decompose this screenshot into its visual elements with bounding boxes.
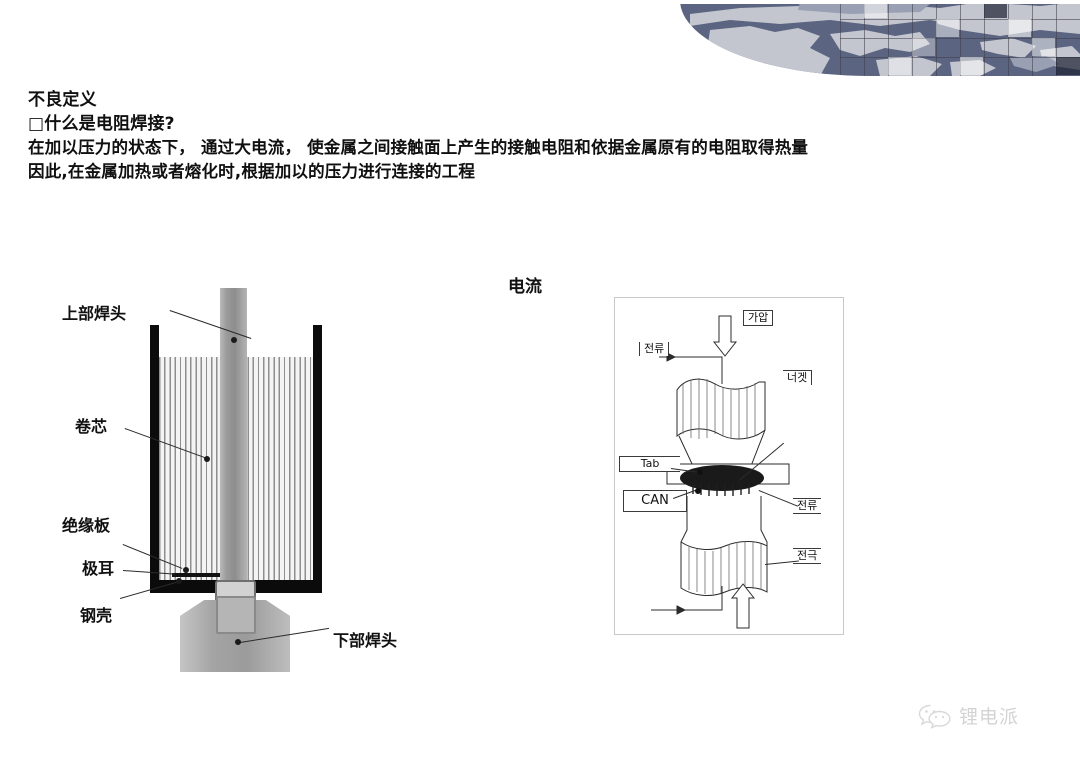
- label-tab: Tab: [619, 456, 680, 473]
- label-pressure: 가압: [743, 310, 774, 327]
- body-line-2: 因此,在金属加热或者熔化时,根据加以的压力进行连接的工程: [28, 162, 476, 181]
- label-electrode: 전극: [793, 548, 822, 565]
- can-wall-left: [150, 325, 159, 593]
- label-current-bottom: 전류: [793, 498, 822, 515]
- grid-cell-highlight: [936, 19, 959, 37]
- world-map-banner: [680, 0, 1080, 76]
- leader-dot: [231, 337, 237, 343]
- page-title: 不良定义: [28, 90, 97, 110]
- watermark: 锂电派: [918, 702, 1019, 729]
- lower-head-stem: [216, 596, 256, 634]
- can-wall-right: [313, 325, 322, 593]
- body-line-1: 在加以压力的状态下， 通过大电流， 使金属之间接触面上产生的接触电阻和依据金属原…: [28, 138, 809, 157]
- grid-cell-highlight: [1032, 38, 1055, 56]
- leader-dot: [697, 469, 703, 475]
- question-line: □什么是电阻焊接?: [28, 114, 175, 134]
- label-nugget: 너겟: [783, 370, 813, 386]
- cylindrical-cell-diagram: 上部焊头 卷芯 绝缘板 极耳 钢壳 下部焊头: [30, 270, 500, 672]
- label-lower-welding-head: 下部焊头: [333, 631, 398, 650]
- grid-cell-highlight: [960, 57, 983, 75]
- resistance-welding-principle-diagram: 가압 전류 너겟 Tab CAN 전류 전극: [614, 297, 844, 635]
- banner-top-strip: [0, 0, 1080, 4]
- grid-cell-dark: [984, 0, 1007, 18]
- leader-dot: [235, 639, 241, 645]
- slide-text-block: 不良定义 □什么是电阻焊接? 在加以压力的状态下， 通过大电流， 使金属之间接触…: [28, 88, 988, 184]
- grid-cell-highlight: [912, 38, 935, 56]
- grid-cell-highlight: [888, 57, 911, 75]
- label-current-top: 전류: [639, 342, 670, 357]
- label-insulation-plate: 绝缘板: [62, 516, 111, 535]
- label-tab: 极耳: [82, 559, 115, 578]
- label-jelly-roll: 卷芯: [75, 417, 108, 436]
- grid-cell-dark: [1056, 57, 1080, 75]
- leader-dot: [183, 567, 189, 573]
- grid-cell-highlight: [1008, 19, 1031, 37]
- wechat-icon: [918, 704, 951, 729]
- label-current-caption: 电流: [508, 277, 542, 297]
- label-upper-welding-head: 上部焊头: [62, 304, 127, 323]
- label-can: CAN: [623, 490, 687, 513]
- leader-dot: [176, 578, 182, 584]
- leader-dot: [695, 488, 701, 494]
- label-steel-can: 钢壳: [80, 606, 113, 625]
- watermark-text: 锂电派: [959, 706, 1020, 728]
- leader-dot: [204, 456, 210, 462]
- insulation-plate-graphic: [172, 573, 234, 577]
- grid-cell-highlight: [864, 0, 887, 18]
